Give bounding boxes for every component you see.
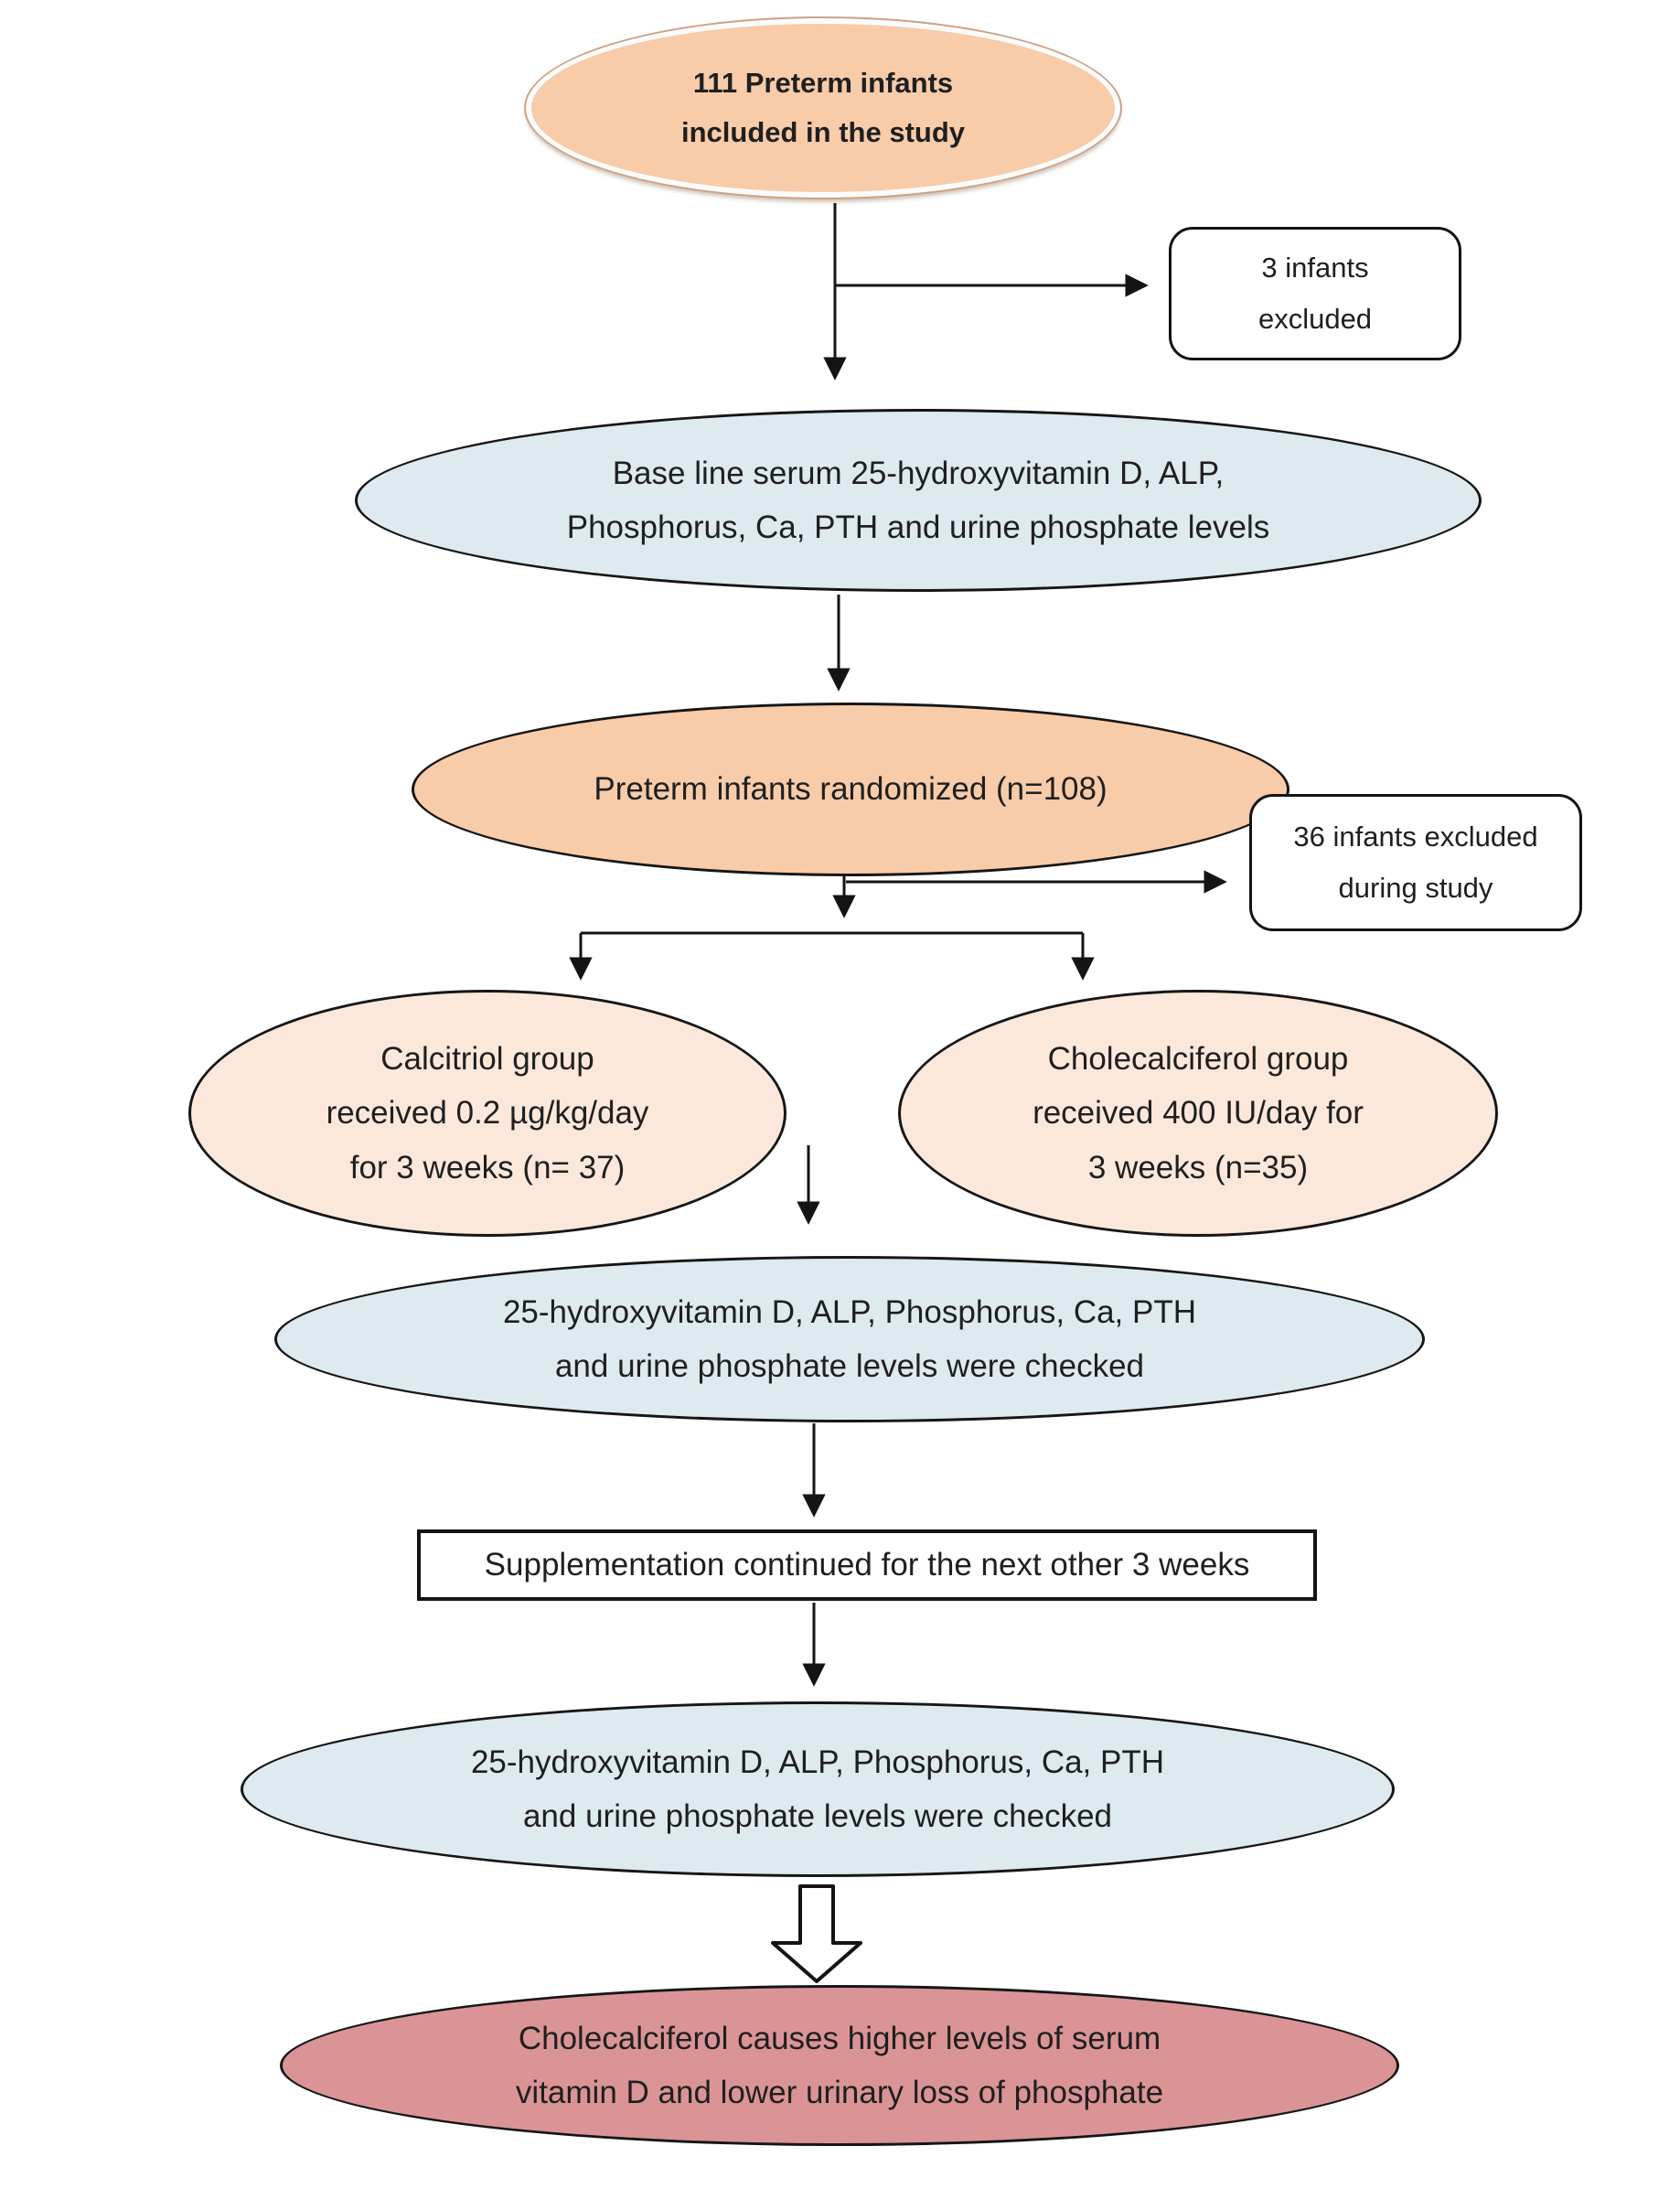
node-checked-mid-ellipse: 25-hydroxyvitamin D, ALP, Phosphorus, Ca… xyxy=(274,1256,1425,1422)
node-randomized-ellipse: Preterm infants randomized (n=108) xyxy=(412,703,1289,876)
node-included-ellipse: 111 Preterm infants included in the stud… xyxy=(526,18,1120,198)
node-cholecalciferol-ellipse: Cholecalciferol group received 400 IU/da… xyxy=(898,990,1498,1237)
node-supplementation-box: Supplementation continued for the next o… xyxy=(417,1529,1317,1601)
block-arrow-icon xyxy=(771,1884,862,1983)
node-conclusion-ellipse: Cholecalciferol causes higher levels of … xyxy=(280,1985,1399,2146)
node-calcitriol-ellipse: Calcitriol group received 0.2 µg/kg/day … xyxy=(188,990,786,1237)
node-excluded-36-box: 36 infants excluded during study xyxy=(1249,794,1582,931)
node-excluded-3-box: 3 infants excluded xyxy=(1169,227,1461,360)
node-checked-final-ellipse: 25-hydroxyvitamin D, ALP, Phosphorus, Ca… xyxy=(241,1701,1395,1877)
node-baseline-ellipse: Base line serum 25-hydroxyvitamin D, ALP… xyxy=(355,409,1482,592)
